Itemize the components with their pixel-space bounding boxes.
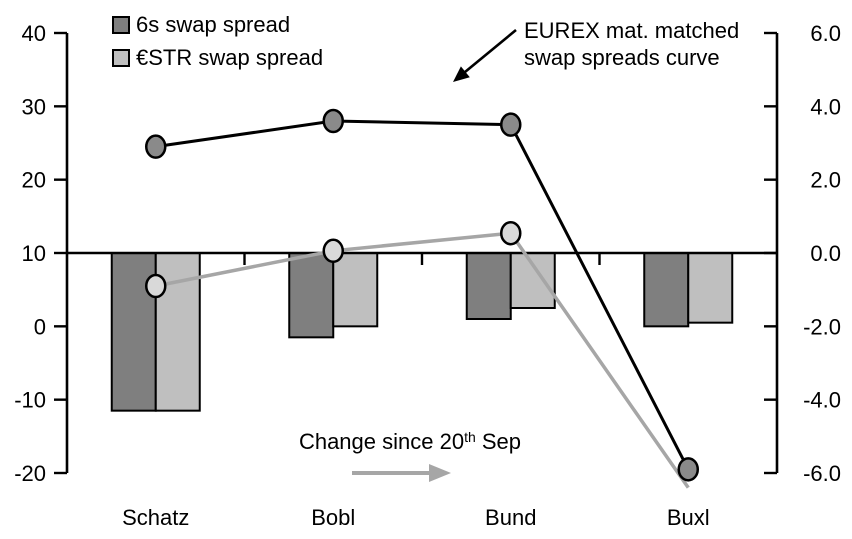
- line-estr: [155, 231, 690, 489]
- chart-legend: 6s swap spread €STR swap spread: [112, 8, 323, 74]
- marker-6s-bobl: [322, 108, 344, 134]
- annotation-change-superscript: th: [464, 429, 476, 445]
- right-axis-tick-label: 2.0: [810, 168, 841, 193]
- left-axis-tick-label: 10: [22, 241, 46, 266]
- legend-item-6s: 6s swap spread: [112, 8, 323, 41]
- legend-item-estr: €STR swap spread: [112, 41, 323, 74]
- right-axis-tick-label: 4.0: [810, 94, 841, 119]
- left-axis-tick-label: 30: [22, 94, 46, 119]
- marker-6s-schatz: [145, 134, 167, 159]
- bar-estr-bobl: [332, 252, 379, 328]
- annotation-change-label: Change since 20th Sep: [280, 429, 540, 455]
- right-axis-tick-label: -2.0: [803, 314, 841, 339]
- bar-estr-bund: [509, 252, 556, 309]
- category-label-schatz: Schatz: [122, 505, 189, 530]
- legend-label-estr: €STR swap spread: [136, 44, 324, 70]
- marker-6s-bund: [500, 112, 522, 137]
- left-axis-tick-label: 20: [22, 168, 46, 193]
- legend-label-6s: 6s swap spread: [136, 11, 291, 37]
- marker-estr-bund: [500, 220, 522, 246]
- category-label-bund: Bund: [485, 505, 536, 530]
- right-axis-tick-label: 6.0: [810, 21, 841, 46]
- annotation-change-suffix: Sep: [475, 429, 522, 454]
- marker-estr-bobl: [322, 238, 344, 264]
- change-arrow-head-icon: [429, 464, 451, 482]
- category-label-buxl: Buxl: [667, 505, 710, 530]
- bar-estr-buxl: [687, 252, 734, 324]
- annotation-change-prefix: Change since 20: [298, 429, 465, 454]
- bar-6s-bund: [465, 252, 512, 320]
- legend-swatch-estr-icon: [112, 48, 130, 67]
- curve-arrow-line: [464, 28, 517, 74]
- left-axis-tick-label: 0: [34, 314, 46, 339]
- right-axis-tick-label: 0.0: [810, 241, 841, 266]
- legend-swatch-6s-icon: [112, 15, 130, 34]
- marker-6s-buxl: [677, 457, 699, 482]
- left-axis-tick-label: 40: [22, 21, 46, 46]
- category-label-bobl: Bobl: [311, 505, 355, 530]
- right-axis-tick-label: -6.0: [803, 461, 841, 486]
- left-axis-tick-label: -10: [14, 388, 46, 413]
- curve-arrow-head-icon: [453, 66, 470, 82]
- left-axis-tick-label: -20: [14, 461, 46, 486]
- marker-estr-schatz: [145, 273, 167, 299]
- line-6s: [155, 119, 690, 471]
- bar-6s-bobl: [288, 252, 335, 339]
- right-axis-tick-label: -4.0: [803, 388, 841, 413]
- annotation-curve-label: EUREX mat. matched swap spreads curve: [524, 18, 740, 70]
- bar-6s-buxl: [643, 252, 690, 328]
